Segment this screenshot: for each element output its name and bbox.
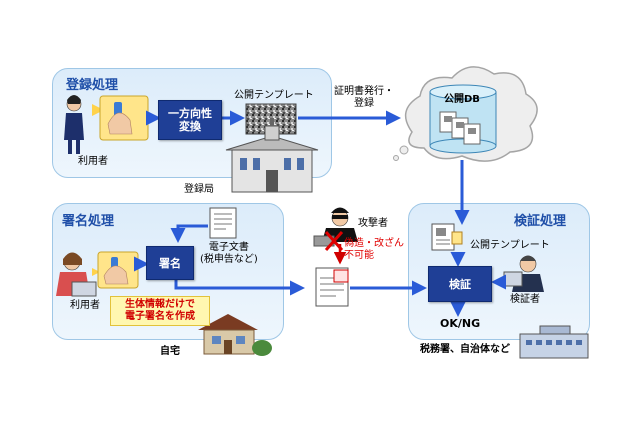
signature-stamp-icon [333,269,349,283]
one-way-transform-box: 一方向性 変換 [158,100,222,140]
registration-authority-building-icon [225,118,319,193]
verification-template-label: 公開テンプレート [470,240,550,251]
tax-office-building-icon [519,325,589,359]
tamper-impossible-label: 偽造・改ざん 不可能 [344,238,404,261]
public-db-label: 公開DB [444,94,480,105]
sign-box: 署名 [146,246,194,280]
registration-user-label: 利用者 [78,156,108,167]
home-house-icon [198,314,272,356]
document-label: 電子文書 (税申告など) [200,242,258,265]
verifier-icon [503,255,544,292]
blocked-x-icon [324,231,344,251]
fingerprint-scanner-icon [92,95,149,141]
signature-fingerprint-icon [92,251,139,289]
verification-title: 検証処理 [514,214,567,229]
attacker-label: 攻撃者 [358,218,388,229]
verify-box: 検証 [428,266,492,302]
signature-user-label: 利用者 [70,300,100,311]
verifier-label: 検証者 [510,294,540,305]
registration-title: 登録処理 [66,78,119,93]
certificate-issue-label: 証明書発行・ 登録 [334,86,394,109]
registration-user-icon [64,95,84,154]
biometric-signature-note: 生体情報だけで 電子署名を作成 [110,296,210,326]
registration-template-label: 公開テンプレート [234,90,314,101]
tax-office-label: 税務署、自治体など [420,344,510,355]
home-label: 自宅 [160,346,180,357]
signature-title: 署名処理 [62,214,115,229]
electronic-document-icon [209,207,237,239]
result-label: OK/NG [440,317,481,330]
registration-authority-label: 登録局 [184,184,214,195]
verification-template-doc-icon [431,223,463,251]
signature-user-icon [56,252,97,297]
public-database-icon [429,84,497,154]
